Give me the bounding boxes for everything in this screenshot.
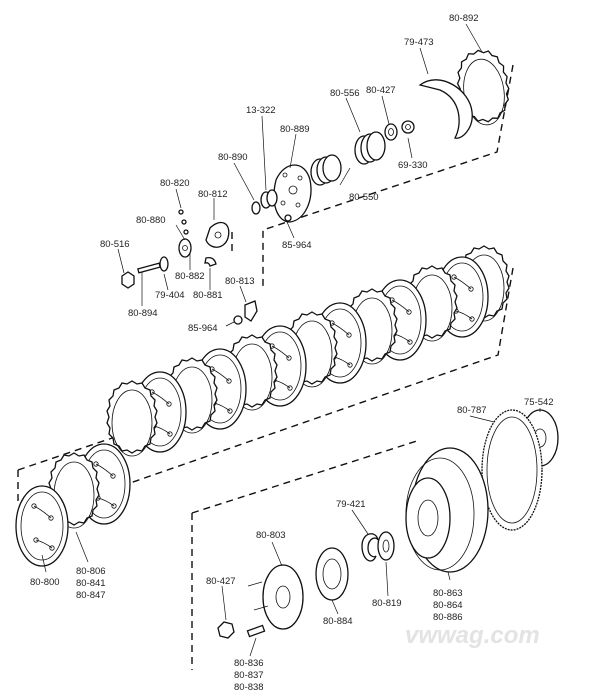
label-80-892: 80-892 [449, 13, 479, 24]
label-80-803: 80-803 [256, 530, 286, 541]
label-80-820: 80-820 [160, 178, 190, 189]
label-80-882: 80-882 [175, 271, 205, 282]
label-80-847: 80-847 [76, 590, 106, 601]
part-80-556-spring [354, 131, 386, 165]
label-80-838: 80-838 [234, 682, 264, 693]
label-80-864: 80-864 [433, 600, 463, 611]
label-80-813: 80-813 [225, 276, 255, 287]
label-80-881: 80-881 [193, 290, 223, 301]
label-80-886: 80-886 [433, 612, 463, 623]
label-13-322: 13-322 [246, 105, 276, 116]
label-79-473: 79-473 [404, 37, 434, 48]
label-80-516: 80-516 [100, 239, 130, 250]
part-85-964-screw-bottom [233, 315, 243, 325]
label-80-427-top: 80-427 [366, 85, 396, 96]
label-80-889: 80-889 [280, 124, 310, 135]
label-80-806: 80-806 [76, 566, 106, 577]
part-80-787-ring-gear [481, 409, 543, 531]
label-80-787: 80-787 [457, 405, 487, 416]
assembly-outline-top [231, 64, 514, 290]
part-80-836-pin [246, 624, 266, 638]
part-80-882-lever [204, 256, 217, 267]
part-80-516-nut [121, 271, 135, 289]
label-80-812: 80-812 [198, 189, 228, 200]
label-85-964-top: 85-964 [282, 240, 312, 251]
part-80-889-pressure-plate [273, 164, 312, 223]
part-80-863-clutch-basket [405, 447, 489, 573]
label-80-894: 80-894 [128, 308, 158, 319]
label-85-964-bottom: 85-964 [188, 323, 218, 334]
part-80-803-hub-plate [247, 564, 304, 630]
label-80-890: 80-890 [218, 152, 248, 163]
part-79-404-washer [159, 256, 169, 272]
watermark: vwwag.com [405, 622, 540, 649]
label-80-836: 80-836 [234, 658, 264, 669]
label-80-819: 80-819 [372, 598, 402, 609]
label-80-863: 80-863 [433, 588, 463, 599]
label-79-421: 79-421 [336, 499, 366, 510]
part-79-473-snap-ring [418, 79, 473, 139]
part-80-427-washer-top [384, 123, 398, 141]
label-80-427-bottom: 80-427 [206, 576, 236, 587]
label-80-837: 80-837 [234, 670, 264, 681]
part-79-421-snap-ring [361, 533, 379, 562]
label-69-330: 69-330 [398, 160, 428, 171]
label-80-841: 80-841 [76, 578, 106, 589]
part-85-964-screw-top [284, 214, 292, 222]
label-80-800: 80-800 [30, 577, 60, 588]
leader-lines [41, 23, 541, 657]
part-13-322-bearing [260, 189, 278, 209]
part-80-812-ramp [205, 221, 230, 248]
part-80-894-adjust-screw [137, 262, 161, 274]
part-80-813-clip [244, 300, 258, 322]
part-80-890-bushing [251, 201, 261, 215]
part-80-819-bearing [377, 531, 395, 561]
label-80-556: 80-556 [330, 88, 360, 99]
part-80-427-nut-bottom [217, 621, 235, 639]
part-69-330-nut [401, 120, 415, 134]
part-80-550-spring [310, 154, 342, 186]
part-labels: 80-892 79-473 80-556 80-427 13-322 80-88… [30, 13, 554, 693]
assembly-outline-bottom [191, 439, 421, 670]
part-80-884-hub [315, 547, 349, 601]
steel-plate [106, 380, 158, 457]
label-75-542: 75-542 [524, 397, 554, 408]
part-80-820-balls [178, 209, 189, 235]
label-80-550: 80-550 [349, 192, 379, 203]
label-80-884: 80-884 [323, 616, 353, 627]
part-80-880-ramp-plate [178, 238, 192, 258]
label-79-404: 79-404 [155, 290, 185, 301]
friction-plate [15, 485, 69, 567]
label-80-880: 80-880 [136, 215, 166, 226]
